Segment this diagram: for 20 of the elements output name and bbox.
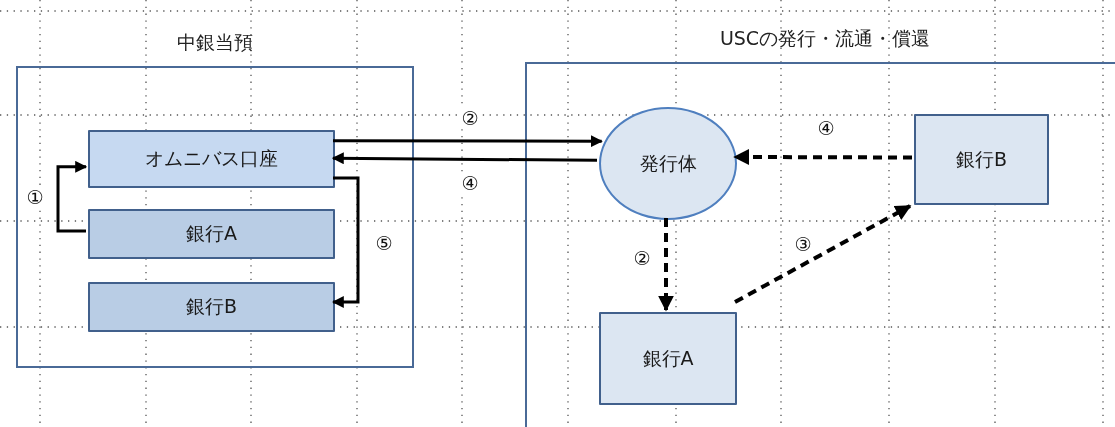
node-label: 銀行A [642, 345, 694, 371]
account-box [88, 209, 335, 259]
arrow [333, 135, 603, 148]
node-label: 銀行A [186, 221, 237, 246]
group-heading: USCの発行・流通・償還 [718, 26, 932, 51]
account-box [88, 130, 335, 188]
account-box [914, 114, 1049, 205]
node-label: オムニバス口座 [145, 146, 278, 171]
arrow [331, 176, 360, 308]
node-label: 発行体 [639, 150, 697, 176]
node-label: 銀行B [955, 146, 1007, 172]
arrow [733, 149, 912, 165]
node-label: 銀行B [185, 294, 237, 319]
arrow [331, 152, 598, 165]
account-box [599, 312, 737, 405]
arrow [658, 218, 674, 312]
account-box [88, 282, 335, 332]
arrow [734, 204, 912, 304]
arrow [56, 160, 88, 233]
group-heading: 中銀当預 [176, 30, 254, 55]
